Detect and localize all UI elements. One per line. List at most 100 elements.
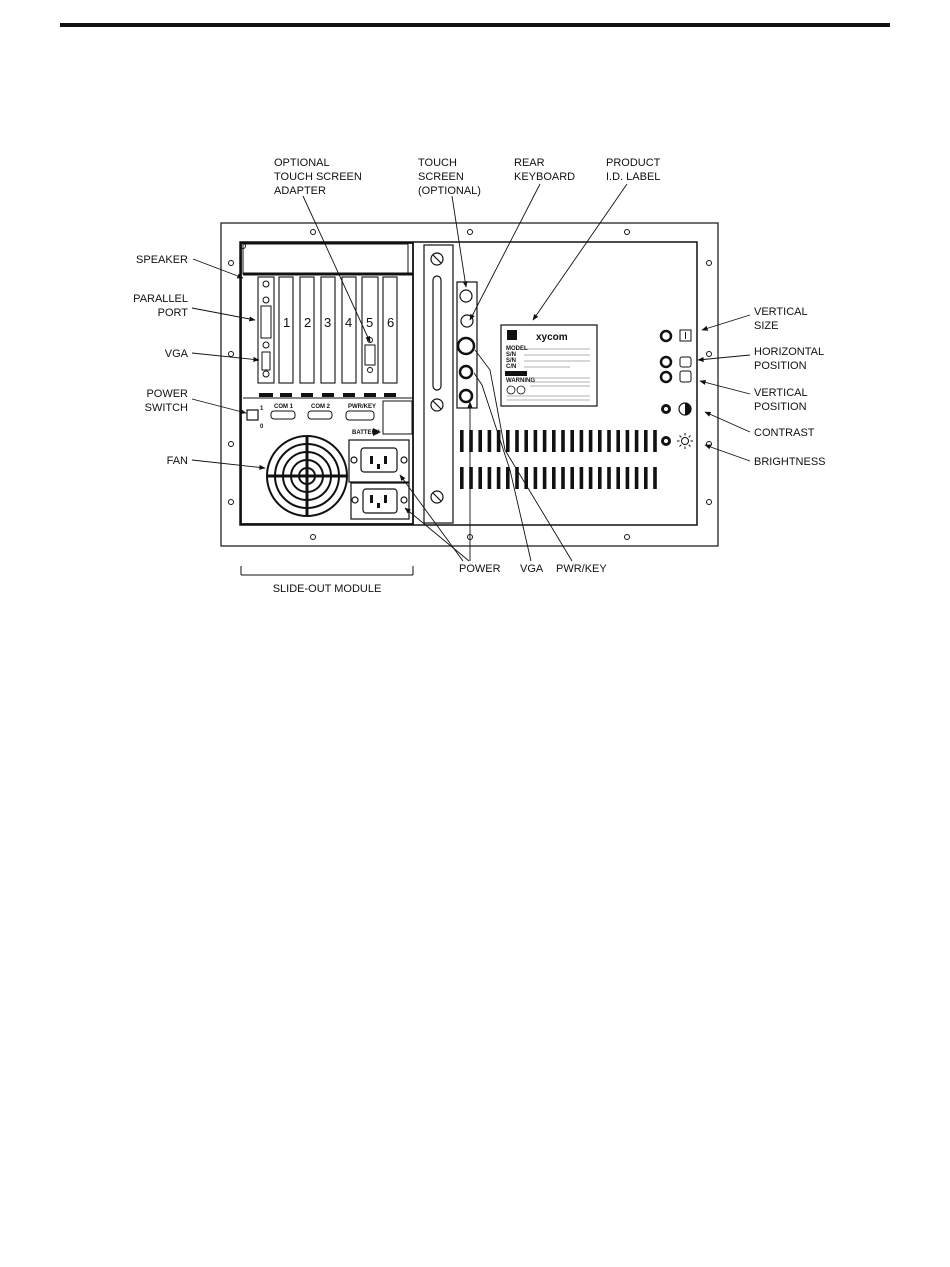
slot-numbers: 1 2 3 4 5 6 bbox=[283, 315, 394, 330]
vent-slot bbox=[478, 430, 482, 452]
callout-line: TOUCH bbox=[418, 157, 457, 169]
module-handle-strip bbox=[423, 244, 454, 524]
callout-line: TOUCH SCREEN bbox=[274, 171, 362, 183]
com1-port[interactable] bbox=[270, 410, 296, 420]
vent-slot bbox=[588, 467, 593, 489]
vent-slot bbox=[616, 430, 620, 452]
vent-slot bbox=[644, 467, 648, 489]
callout-touch-adapter: OPTIONAL TOUCH SCREEN ADAPTER bbox=[274, 157, 362, 197]
battery-label: BATTERY bbox=[352, 430, 380, 436]
brightness-icon bbox=[677, 433, 693, 449]
label-field-sn-2: S/N bbox=[506, 358, 516, 364]
brand-logo-icon bbox=[507, 330, 517, 340]
callout-vertical-size: VERTICAL SIZE bbox=[754, 306, 808, 332]
callout-power-bottom: POWER bbox=[459, 563, 501, 575]
slot-number-4: 4 bbox=[345, 315, 352, 330]
vent-slot bbox=[625, 467, 630, 489]
vent-slot bbox=[616, 467, 620, 489]
vent-slot bbox=[506, 430, 510, 452]
callout-horizontal-position: HORIZONTAL POSITION bbox=[754, 346, 824, 372]
callout-contrast: CONTRAST bbox=[754, 427, 815, 439]
vent-slot bbox=[460, 467, 464, 489]
vent-slot bbox=[552, 467, 556, 489]
vent-slot bbox=[588, 430, 593, 452]
callout-labels: OPTIONAL TOUCH SCREEN ADAPTER TOUCH SCRE… bbox=[133, 157, 825, 595]
callout-line: SIZE bbox=[754, 320, 778, 332]
horizontal-position-icon bbox=[679, 356, 692, 368]
callout-line: VERTICAL bbox=[754, 306, 808, 318]
vent-slot bbox=[506, 467, 510, 489]
vent-slot bbox=[487, 430, 492, 452]
vent-slot bbox=[579, 467, 584, 489]
vent-slot bbox=[515, 430, 519, 452]
label-field-model: MODEL bbox=[506, 346, 528, 352]
vent-slot bbox=[478, 467, 482, 489]
battery-compartment bbox=[382, 400, 413, 435]
callout-line: POSITION bbox=[754, 401, 807, 413]
vent-slot bbox=[570, 430, 574, 452]
callout-line: POSITION bbox=[754, 360, 807, 372]
pwrkey-label: PWR/KEY bbox=[348, 404, 376, 410]
horizontal-position-knob[interactable] bbox=[659, 355, 673, 369]
vent-slot bbox=[561, 467, 565, 489]
pwrkey-port[interactable] bbox=[345, 410, 375, 421]
vertical-position-knob[interactable] bbox=[659, 370, 673, 384]
product-id-label: xycom MODEL S/N S/N C/N WARNING bbox=[500, 324, 598, 407]
callout-line: PARALLEL bbox=[133, 293, 188, 305]
callout-line: OPTIONAL bbox=[274, 157, 330, 169]
callout-line: KEYBOARD bbox=[514, 171, 575, 183]
vent-slot bbox=[570, 467, 574, 489]
label-field-cn: C/N bbox=[506, 364, 516, 370]
slot-number-2: 2 bbox=[304, 315, 311, 330]
vertical-size-icon bbox=[679, 329, 692, 342]
chassis bbox=[239, 241, 698, 526]
vent-slot bbox=[607, 467, 611, 489]
label-brand: xycom bbox=[536, 332, 568, 343]
slot-number-1: 1 bbox=[283, 315, 290, 330]
vent-slot bbox=[542, 467, 547, 489]
vent-slot bbox=[561, 430, 565, 452]
callout-touch-screen: TOUCH SCREEN (OPTIONAL) bbox=[418, 157, 481, 197]
power-inlet-pins bbox=[370, 456, 387, 508]
vent-slot bbox=[634, 430, 639, 452]
vertical-size-knob[interactable] bbox=[659, 329, 673, 343]
callout-power-switch: POWER SWITCH bbox=[145, 388, 188, 414]
callout-line: I.D. LABEL bbox=[606, 171, 660, 183]
vertical-position-icon bbox=[679, 370, 692, 383]
io-card-connectors bbox=[260, 280, 376, 378]
vent-slot bbox=[598, 430, 602, 452]
vent-slot bbox=[533, 430, 538, 452]
com2-port[interactable] bbox=[307, 410, 333, 420]
label-warning-bar bbox=[505, 371, 527, 376]
callout-line: PORT bbox=[158, 307, 189, 319]
vent-slot bbox=[653, 467, 657, 489]
monitor-adjust-controls bbox=[659, 329, 693, 449]
callout-vga-bottom: VGA bbox=[520, 563, 544, 575]
vent-slot bbox=[533, 467, 538, 489]
vent-slot bbox=[634, 467, 639, 489]
vent-slot bbox=[496, 430, 501, 452]
callout-line: (OPTIONAL) bbox=[418, 185, 481, 197]
callout-line: SCREEN bbox=[418, 171, 464, 183]
vent-slot bbox=[598, 467, 602, 489]
callout-speaker: SPEAKER bbox=[136, 254, 188, 266]
vent-slot bbox=[469, 430, 473, 452]
vent-slot bbox=[496, 467, 501, 489]
top-rule bbox=[60, 23, 890, 27]
vent-slot bbox=[524, 467, 528, 489]
callout-slide-out-module: SLIDE-OUT MODULE bbox=[273, 583, 382, 595]
vent-slots bbox=[460, 430, 657, 489]
callout-line: ADAPTER bbox=[274, 185, 326, 197]
callout-line: SWITCH bbox=[145, 402, 188, 414]
callout-line: HORIZONTAL bbox=[754, 346, 824, 358]
slot-number-6: 6 bbox=[387, 315, 394, 330]
connector-strip bbox=[456, 281, 478, 409]
power-switch[interactable] bbox=[246, 409, 259, 421]
com2-label: COM 2 bbox=[311, 404, 331, 410]
vent-slot bbox=[515, 467, 519, 489]
callout-fan: FAN bbox=[167, 455, 188, 467]
vent-slot bbox=[487, 467, 492, 489]
vent-slot bbox=[524, 430, 528, 452]
callout-line: VERTICAL bbox=[754, 387, 808, 399]
